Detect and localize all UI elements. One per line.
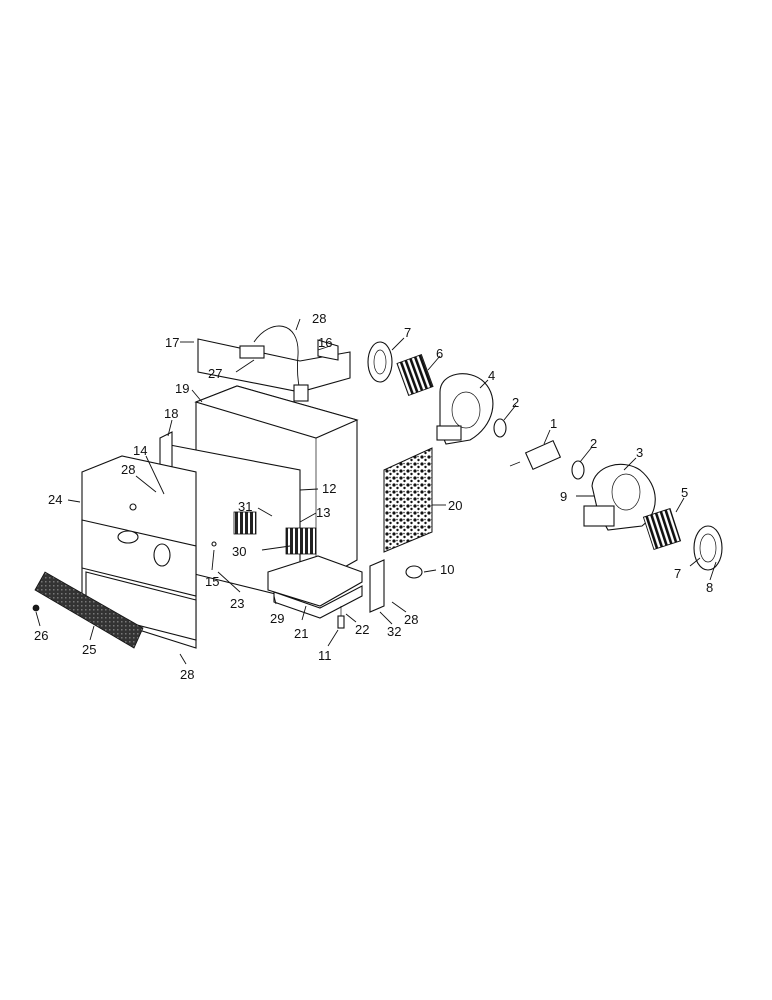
motor-body [524,439,562,471]
callout-23: 23 [230,596,244,611]
washer [571,460,585,480]
callout-30: 30 [232,544,246,559]
callout-32: 32 [387,624,401,639]
clip [32,604,40,612]
screw-hole [211,541,217,547]
callout-28b: 28 [121,462,135,477]
terminal-strip [285,527,317,555]
callout-21: 21 [294,626,308,641]
relay-block [239,345,265,359]
blower-outlet [436,425,462,441]
callout-18: 18 [164,406,178,421]
callout-11: 11 [318,648,332,663]
thermostat-knob [405,565,423,579]
callout-19: 19 [175,381,189,396]
mounting-bracket [369,559,385,613]
callout-27: 27 [208,366,222,381]
callout-10: 10 [440,562,454,577]
callout-28d: 28 [180,667,194,682]
control-knob [153,543,171,567]
callout-31: 31 [238,499,252,514]
base-tray [267,555,363,607]
screw-hole [129,503,137,511]
callout-3: 3 [636,445,643,460]
callout-14: 14 [133,443,147,458]
callout-12: 12 [322,481,336,496]
blower-outlet [583,505,615,527]
callout-1: 1 [550,416,557,431]
callout-26: 26 [34,628,48,643]
housing-top-edge [194,385,359,439]
front-panel-assembly [32,455,217,649]
callout-4: 4 [488,368,495,383]
callout-22: 22 [355,622,369,637]
element-grille [233,511,257,535]
callout-20: 20 [448,498,462,513]
callout-28: 28 [312,311,326,326]
connector-plug [293,384,309,402]
callout-6: 6 [436,346,443,361]
callout-28c: 28 [404,612,418,627]
callout-13: 13 [316,505,330,520]
callout-5: 5 [681,485,688,500]
callout-17: 17 [165,335,179,350]
base-plate [273,585,363,619]
callout-24: 24 [48,492,62,507]
callout-7b: 7 [674,566,681,581]
indicator-window [117,530,139,544]
housing-cabinet [159,325,423,629]
gasket-ring [367,341,393,383]
callout-25: 25 [82,642,96,657]
washer [493,418,507,438]
motor-assembly [493,418,585,480]
blower-wheel [642,507,682,551]
callout-29: 29 [270,611,284,626]
callout-7: 7 [404,325,411,340]
blower-left [367,341,494,445]
callout-8: 8 [706,580,713,595]
gasket-ring [693,525,723,571]
callout-15: 15 [205,574,219,589]
insulation-pad [383,447,433,553]
control-fascia [81,519,197,597]
blower-right [583,463,723,571]
callout-9: 9 [560,489,567,504]
callout-labels: 28 17 16 27 7 6 4 2 1 2 3 9 5 7 8 19 18 … [34,311,713,682]
leader-lines [35,318,717,665]
sensor-housing [317,339,339,361]
bolt [337,615,345,629]
callout-2: 2 [512,395,519,410]
blower-wheel [396,354,434,396]
air-grille [34,571,144,649]
callout-2b: 2 [590,436,597,451]
control-bracket [197,338,351,393]
callout-16: 16 [318,335,332,350]
